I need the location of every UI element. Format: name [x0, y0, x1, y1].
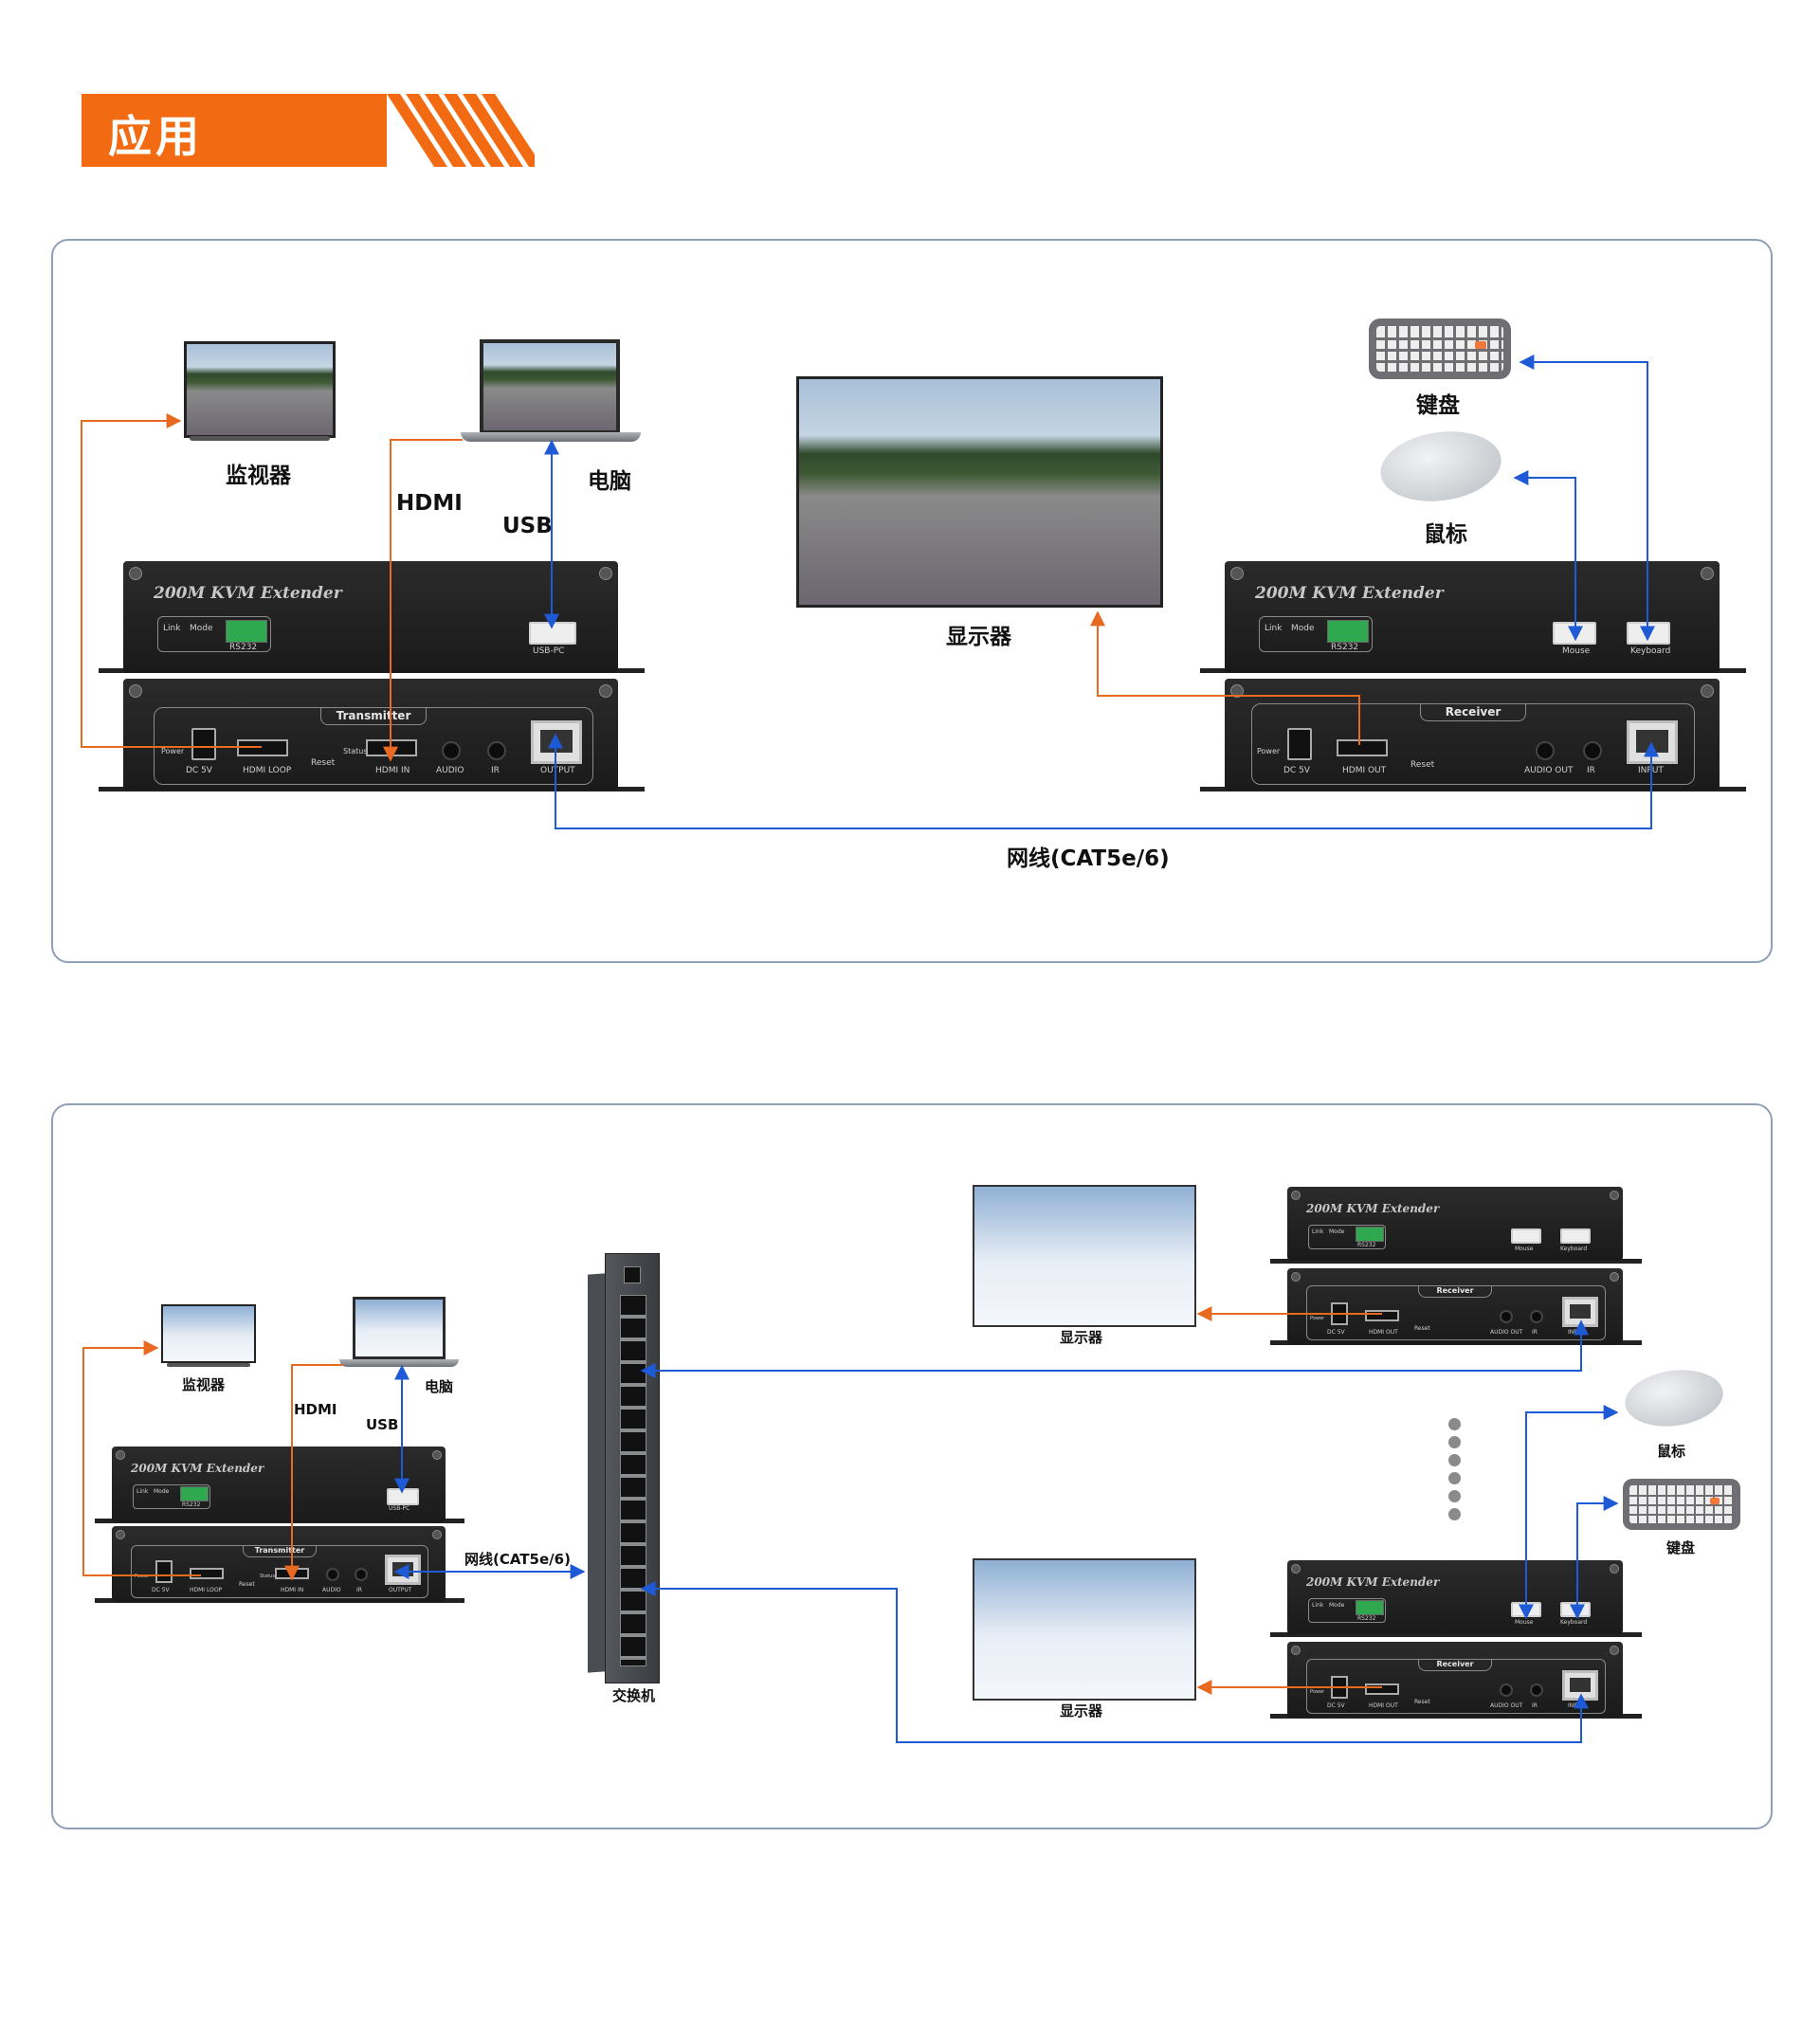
receiver-tab: Receiver: [1418, 1285, 1492, 1298]
transmitter-bottom-unit: Transmitter Power DC 5V HDMI LOOP Reset …: [112, 1526, 446, 1602]
keyboard-label: 键盘: [1666, 1539, 1696, 1556]
section-banner: [82, 94, 535, 167]
display-screen: [796, 376, 1163, 608]
audio-jack[interactable]: [442, 741, 461, 760]
cable-label: 网线(CAT5e/6): [1007, 846, 1170, 871]
dc-port[interactable]: [155, 1560, 173, 1583]
dc-port[interactable]: [191, 728, 216, 760]
audio-jack[interactable]: [326, 1568, 339, 1581]
receiver-1-top-unit: 200M KVM Extender Link Mode RS232 Mouse …: [1287, 1187, 1623, 1261]
keyboard-device: [1623, 1479, 1740, 1530]
monitor-stand: [190, 436, 330, 441]
hdmi-out-line: [1090, 610, 1360, 745]
keyboard-label: 键盘: [1416, 393, 1460, 418]
keyboard-line: [1519, 355, 1655, 642]
display-2-label: 显示器: [1060, 1702, 1103, 1720]
mouse-label: 鼠标: [1657, 1443, 1686, 1460]
laptop-base: [461, 432, 641, 442]
switch-to-receiver-1-line: [640, 1319, 1589, 1378]
transmitter-tab: Transmitter: [243, 1545, 317, 1557]
monitor-label: 监视器: [182, 1376, 226, 1393]
polar-bear-photo: [353, 1297, 446, 1359]
hdmi-loop-line: [81, 413, 262, 748]
usb-label: USB: [502, 514, 553, 538]
mouse-line: [1519, 1405, 1619, 1620]
hdmi-in-line: [383, 439, 463, 762]
monitor-device: [161, 1304, 256, 1373]
hdmi-label: HDMI: [294, 1401, 337, 1418]
hdmi-label: HDMI: [396, 491, 463, 516]
keyboard-usb-port[interactable]: [1560, 1228, 1591, 1244]
pc-label: 电脑: [425, 1378, 454, 1395]
keyboard-device: [1369, 318, 1511, 379]
car-photo: [480, 339, 620, 434]
mouse-usb-port[interactable]: [1511, 1228, 1541, 1244]
rs232-port[interactable]: [1327, 620, 1369, 643]
monitor-label: 监视器: [226, 464, 291, 488]
laptop-device: [339, 1297, 459, 1376]
display-1-label: 显示器: [1060, 1329, 1103, 1346]
polar-bear-photo: [161, 1304, 256, 1363]
brand-text: 200M KVM Extender: [1255, 584, 1444, 603]
more-receivers-dots: [1448, 1418, 1462, 1524]
brand-text: 200M KVM Extender: [154, 584, 342, 603]
switch-label: 交换机: [612, 1687, 656, 1704]
display-1-screen: [973, 1185, 1196, 1327]
receiver-tab: Receiver: [1420, 703, 1526, 721]
display-label: 显示器: [946, 625, 1011, 649]
rs232-port[interactable]: [180, 1486, 209, 1501]
ir-jack[interactable]: [487, 741, 506, 760]
mouse-label: 鼠标: [1424, 522, 1467, 547]
hdmi-loop-line: [82, 1340, 201, 1576]
usb-label: USB: [366, 1416, 399, 1433]
cable-label: 网线(CAT5e/6): [464, 1551, 571, 1568]
rs232-port[interactable]: [1356, 1227, 1384, 1242]
brand-text: 200M KVM Extender: [131, 1462, 264, 1475]
network-cable-line: [548, 733, 1659, 829]
hdmi-in-line: [284, 1364, 343, 1581]
laptop-device: [461, 339, 641, 453]
section-title: 应用: [108, 111, 203, 162]
pc-label: 电脑: [588, 469, 631, 494]
transmitter-top-unit: 200M KVM Extender Link Mode RS232 USB-PC: [123, 561, 618, 673]
switch-power-port[interactable]: [624, 1266, 641, 1283]
monitor-device: [184, 341, 336, 446]
ir-jack[interactable]: [355, 1568, 368, 1581]
switch-to-receiver-2-line: [640, 1581, 1589, 1743]
brand-text: 200M KVM Extender: [1306, 1202, 1440, 1215]
transmitter-tab: Transmitter: [320, 707, 427, 725]
keyboard-line: [1570, 1496, 1619, 1620]
rs232-port[interactable]: [226, 620, 267, 643]
